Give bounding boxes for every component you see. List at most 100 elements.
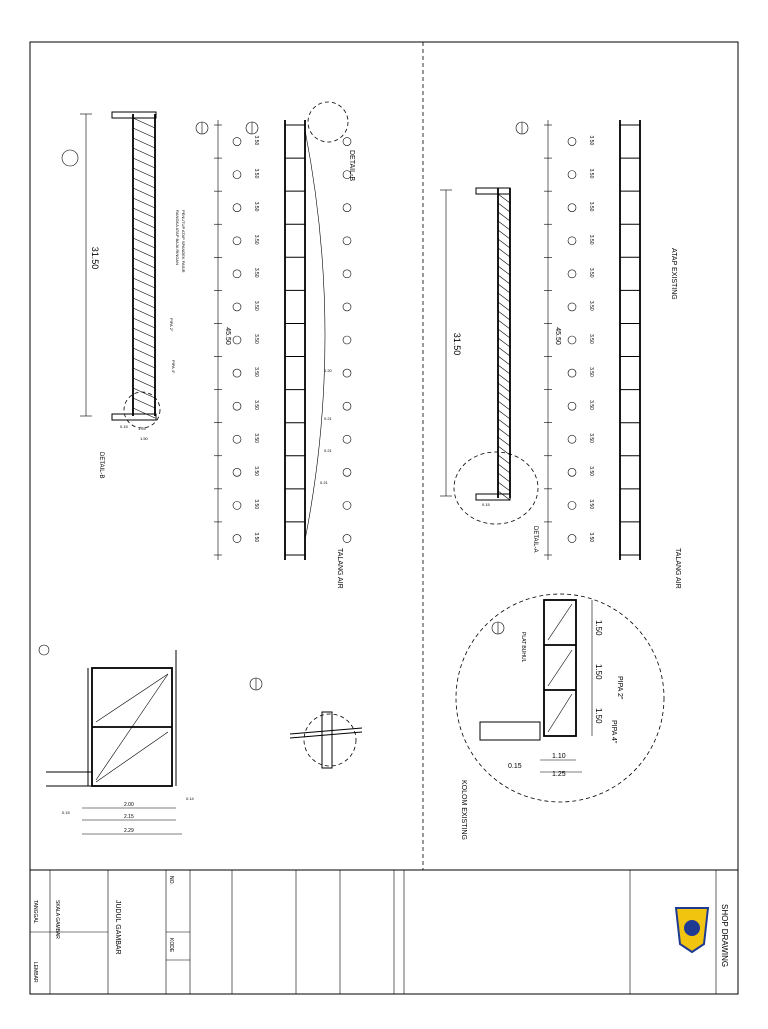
dim-3: 1.50 — [594, 708, 603, 724]
grid-marker — [567, 236, 577, 246]
spacing-label: 3.50 — [253, 466, 259, 476]
cell-no: NO. — [168, 876, 174, 885]
spacing-label: 3.50 — [253, 532, 259, 542]
detail-label: DETAIL-B — [98, 452, 104, 479]
note-1: PENUTUP ATAP SPANDEK PASIR — [181, 210, 186, 273]
grid-marker — [232, 401, 242, 411]
grid-marker — [567, 203, 577, 212]
drawing-title: JUDUL GAMBAR — [114, 900, 121, 955]
marker-circle — [38, 644, 50, 656]
grid-marker — [232, 468, 242, 477]
agency-logo-icon — [674, 907, 710, 954]
dim-5: 1.10 — [552, 753, 566, 760]
grid-marker — [567, 434, 577, 444]
spacing-label: 3.50 — [253, 202, 259, 212]
top-left-plan: 31.50 DETAIL-B PENUTUP ATAP SPANDEK PASI… — [61, 111, 209, 479]
dim-3: 2.15 — [124, 814, 134, 820]
grid-marker — [342, 302, 352, 312]
detail-circle — [307, 101, 349, 143]
grid-marker — [342, 401, 352, 411]
grid-marker — [342, 501, 352, 510]
grid-marker — [342, 236, 352, 246]
grid-marker — [232, 335, 242, 345]
label-2: PIPA 2" — [616, 676, 623, 700]
grid-marker — [567, 302, 577, 312]
overall-dimension: 31.50 — [452, 333, 462, 356]
spacing-label: 3.50 — [588, 499, 594, 509]
spacing-label: 3.50 — [253, 499, 259, 509]
level-3: 0.21 — [324, 448, 333, 453]
spacing-label: 3.50 — [588, 301, 594, 311]
cell-kode: KODE — [168, 938, 174, 953]
spacing-label: 3.50 — [588, 235, 594, 245]
overall-dimension: 45.50 — [224, 327, 231, 345]
spacing-label: 3.50 — [588, 202, 594, 212]
cell-skala: SKALA GAMBAR — [54, 900, 60, 939]
spacing-label: 3.50 — [253, 334, 259, 344]
label-3: PIPA 4" — [610, 720, 617, 744]
detail-label: DETAIL-B — [348, 150, 355, 181]
detail-circle — [455, 593, 665, 803]
grid-marker — [567, 401, 577, 411]
small-dim-2: 1.25 — [138, 426, 147, 431]
grid-marker — [567, 269, 577, 279]
spacing-label: 3.50 — [253, 400, 259, 410]
grid-marker — [232, 368, 242, 378]
spacing-label: 3.50 — [253, 268, 259, 278]
sheet-type: SHOP DRAWING — [720, 904, 729, 967]
overall-dimension: 45.50 — [554, 327, 561, 345]
small-dim-3: 1.50 — [140, 436, 149, 441]
spacing-label: 3.50 — [588, 136, 594, 146]
grid-marker — [342, 335, 352, 345]
bottom-left-section: 0.15 2.00 2.15 2.29 0.14 — [38, 644, 195, 835]
grid-marker — [567, 170, 577, 179]
spacing-label: 3.50 — [588, 334, 594, 344]
marker-circle — [61, 149, 79, 167]
small-dim-1: 0.15 — [120, 424, 129, 429]
detail-label: DETAIL-A — [532, 526, 538, 553]
grid-marker — [342, 534, 352, 543]
grid-marker — [232, 203, 242, 212]
grid-marker — [232, 137, 242, 146]
level-4: 0.21 — [320, 480, 329, 485]
grid-marker — [342, 434, 352, 444]
bottom-middle-detail — [249, 677, 363, 769]
cell-lembar: LEMBAR — [32, 962, 38, 983]
mid-right-plan: 31.50 DETAIL-A 0.15 — [440, 187, 539, 553]
atap-label: ATAP EXISTING — [670, 248, 677, 300]
spacing-label: 3.50 — [253, 136, 259, 146]
grid-marker — [567, 501, 577, 510]
overall-dimension: 31.50 — [90, 247, 100, 270]
grid-marker — [232, 236, 242, 246]
grid-marker — [342, 269, 352, 279]
dim-2: 1.50 — [594, 664, 603, 680]
grid-marker — [232, 269, 242, 279]
spacing-label: 3.50 — [588, 400, 594, 410]
gutter-label: TALANG AIR — [336, 548, 343, 589]
roof-profile — [304, 129, 326, 541]
detail-circle — [303, 713, 357, 767]
spacing-label: 3.50 — [588, 433, 594, 443]
grid-marker — [342, 368, 352, 378]
dim-1: 0.15 — [62, 810, 71, 815]
spacing-label: 3.50 — [253, 169, 259, 179]
detail-circle — [123, 391, 161, 429]
grid-marker — [567, 137, 577, 146]
top-right-elevation: 3.503.503.503.503.503.503.503.503.503.50… — [515, 120, 681, 589]
grid-marker — [567, 468, 577, 477]
grid-marker — [342, 137, 352, 146]
spacing-label: 3.50 — [253, 235, 259, 245]
grid-marker — [342, 468, 352, 477]
title-block: TANGGAL SKALA GAMBAR LEMBAR NO. KODE JUD… — [30, 870, 729, 994]
bottom-right-detail: PLAT BUHUL PIPA 2" PIPA 4" KOLOM EXISTIN… — [455, 593, 665, 840]
grid-marker — [567, 368, 577, 378]
grid-marker — [567, 534, 577, 543]
dim-4: 0.15 — [508, 763, 522, 770]
dim-4: 2.29 — [124, 828, 134, 834]
top-middle-elevation: 3.50 3.50 3.50 3.50 3.50 3.50 3.50 3.50 3.50 3.50… — [214, 101, 355, 589]
spacing-label: 3.50 — [253, 433, 259, 443]
note-3: PIPA 2" — [169, 318, 174, 332]
dim-2: 2.00 — [124, 802, 134, 808]
